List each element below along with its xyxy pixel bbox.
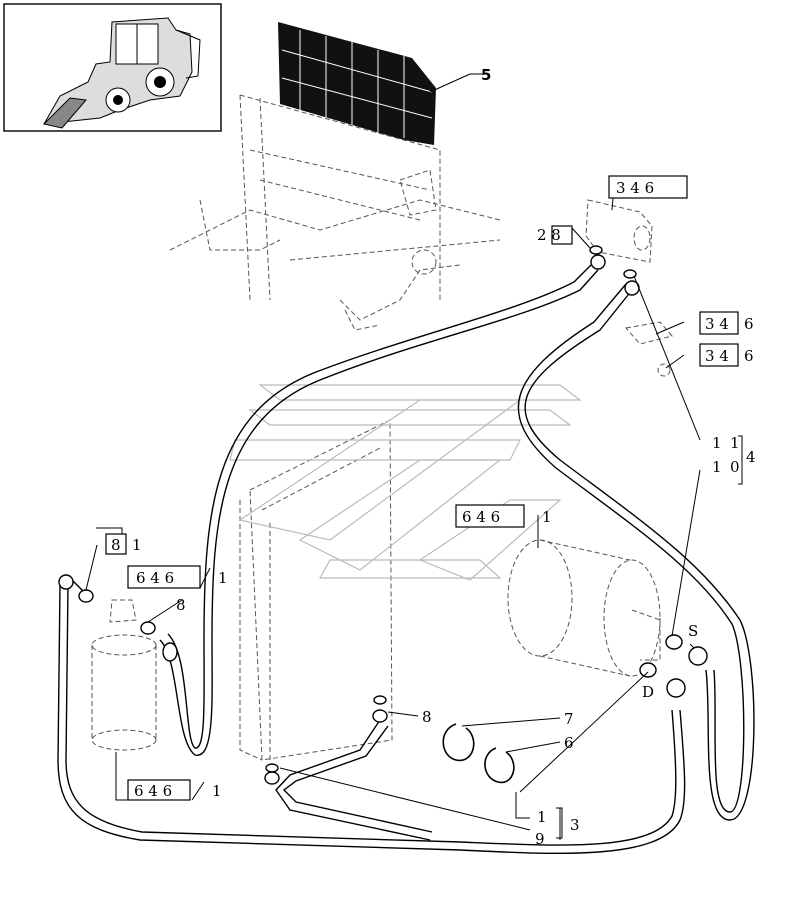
filter-canister [91, 599, 157, 751]
callout-1-left: 1 [132, 536, 142, 554]
radiator-core-block [278, 22, 436, 145]
hoses [57, 263, 755, 855]
callout-D: D [642, 683, 654, 701]
callout-3: 3 [570, 816, 580, 834]
callout-1-bottom-slash: 1 [212, 782, 222, 800]
machine-thumbnail [3, 3, 222, 132]
callout-8-mid: 8 [176, 596, 186, 614]
callout-0-bot: 0 [730, 458, 740, 476]
callout-1-bot: 1 [712, 458, 722, 476]
valve-block [585, 199, 653, 263]
callout-S: S [688, 622, 698, 640]
callout-8-bottom: 8 [422, 708, 432, 726]
leader-lines [85, 73, 701, 840]
callout-1-top: 1 [712, 434, 722, 452]
callout-6-mid: 6 [744, 315, 754, 333]
callout-1-right: 1 [542, 508, 552, 526]
callout-labels: 5 3 4 6 2 8 3 4 6 3 4 6 1 1 1 0 4 6 4 6 … [96, 66, 756, 848]
callout-7: 7 [564, 710, 574, 728]
callout-646-right: 6 4 6 [462, 508, 500, 526]
callout-5: 5 [481, 66, 491, 84]
callout-6-bottom: 6 [564, 734, 574, 752]
callout-8-left: 8 [111, 536, 121, 554]
callout-9: 9 [535, 830, 545, 848]
clip-bracket [625, 321, 673, 377]
callout-34-low: 3 4 [705, 347, 729, 365]
callout-34-mid: 3 4 [705, 315, 729, 333]
cooler-panel-outline [239, 419, 393, 761]
callout-6-low: 6 [744, 347, 754, 365]
callout-1-low: 1 [537, 808, 547, 826]
callout-346-top: 3 4 6 [616, 179, 654, 197]
chassis-frame-outline [169, 94, 501, 331]
callout-1-top-b: 1 [730, 434, 740, 452]
callout-646-left: 6 4 6 [136, 569, 174, 587]
callout-646-bottom: 6 4 6 [134, 782, 172, 800]
watermark-logo [229, 384, 582, 581]
callout-28: 2 8 [537, 226, 561, 244]
snap-rings [442, 723, 515, 784]
hydraulic-motor [507, 539, 661, 677]
callout-1-slash: 1 [218, 569, 228, 587]
ref-box-346-top [608, 175, 688, 199]
callout-4: 4 [746, 448, 756, 466]
